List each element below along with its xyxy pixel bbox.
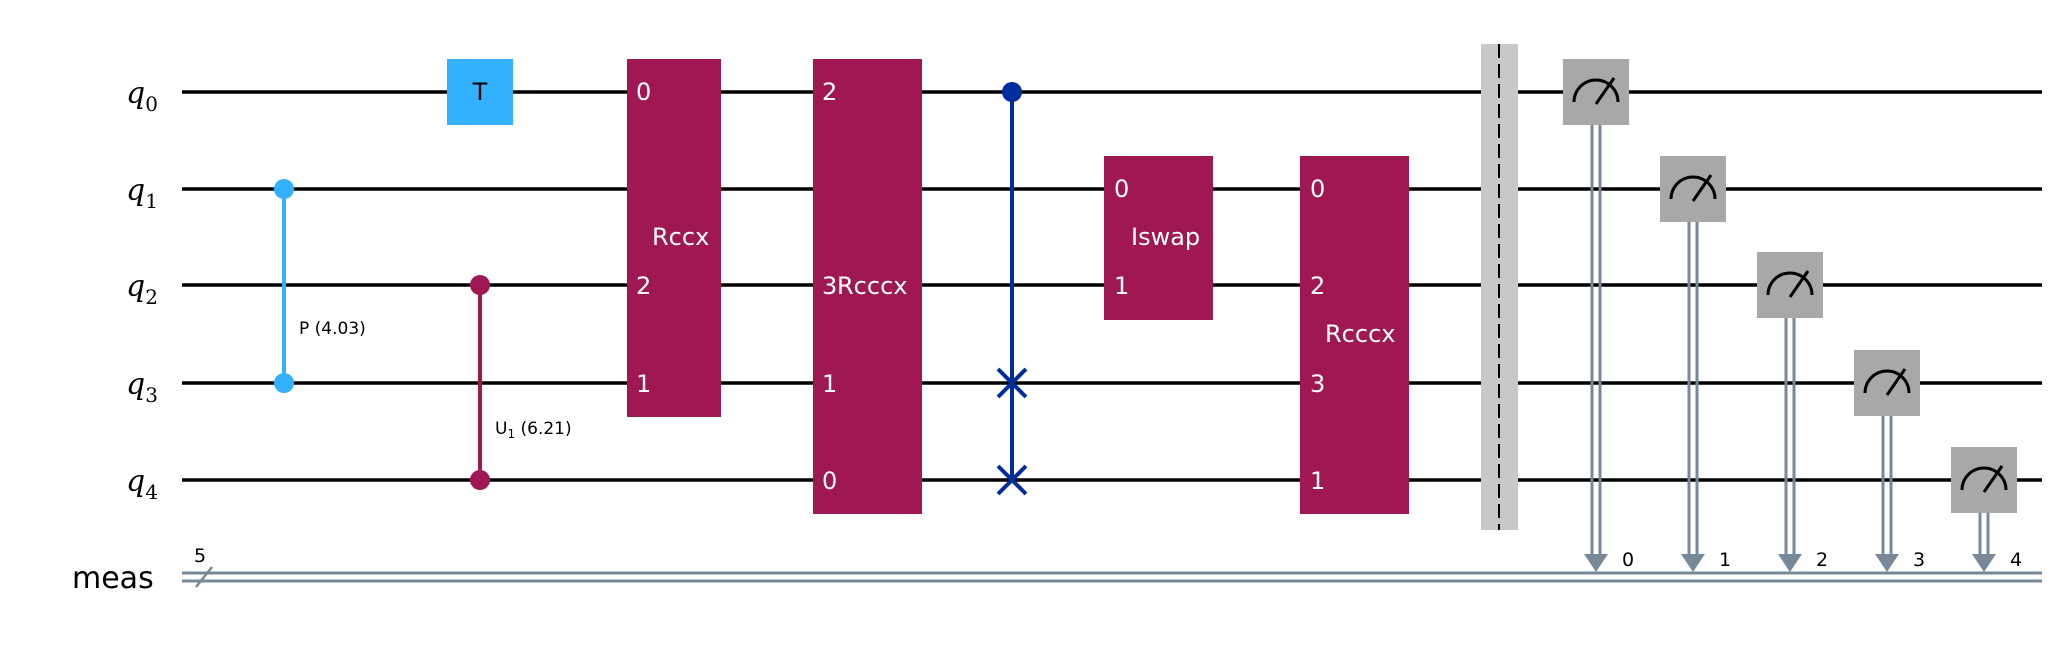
- iswap-port-q2: 1: [1114, 272, 1129, 300]
- rcccx2-port-q3: 3: [1310, 370, 1325, 398]
- label-meas: meas: [72, 561, 154, 596]
- measure-arrow: [1972, 554, 1996, 572]
- rcccx1-port-q4: 0: [822, 467, 837, 495]
- iswap-gate: 0 1 Iswap: [1104, 156, 1213, 320]
- rcccx1-label: Rcccx: [837, 272, 907, 300]
- t-gate-label: T: [472, 78, 488, 106]
- measure-arrow: [1778, 554, 1802, 572]
- label-q1: q1: [126, 173, 158, 213]
- measure-gate-q3: 3: [1854, 350, 1925, 572]
- swap-gate: [996, 82, 1028, 496]
- label-q4: q4: [126, 464, 158, 504]
- label-q2: q2: [126, 269, 158, 309]
- rcccx1-port-q3: 1: [822, 370, 837, 398]
- measure-arrow: [1681, 554, 1705, 572]
- u1-control-dot-q4: [470, 470, 490, 490]
- rccx-label: Rccx: [652, 223, 709, 251]
- rcccx2-port-q2: 2: [1310, 272, 1325, 300]
- measure-arrow: [1875, 554, 1899, 572]
- rcccx-gate-1: 2 3 1 0 Rcccx: [813, 59, 922, 514]
- rccx-port-q0: 0: [636, 78, 651, 106]
- barrier: [1481, 44, 1518, 530]
- rccx-port-q3: 1: [636, 370, 651, 398]
- meter-icon: [1669, 175, 1717, 200]
- rcccx1-port-q0: 2: [822, 78, 837, 106]
- rccx-gate: 0 2 1 Rccx: [627, 59, 721, 417]
- iswap-port-q1: 0: [1114, 175, 1129, 203]
- measure-gate-q0: 0: [1563, 59, 1634, 572]
- label-q3: q3: [126, 367, 158, 407]
- meter-icon: [1572, 78, 1620, 103]
- meter-icon: [1960, 466, 2008, 491]
- iswap-label: Iswap: [1131, 223, 1200, 251]
- measure-gate-q4: 4: [1951, 447, 2022, 572]
- meter-icon: [1863, 369, 1911, 394]
- classical-wire: [182, 566, 2042, 588]
- p-gate: P (4.03): [274, 179, 366, 393]
- p-control-dot-q3: [274, 373, 294, 393]
- swap-control-dot-q0: [1002, 82, 1022, 102]
- meter-icon: [1766, 271, 1814, 296]
- rcccx-gate-2: 0 2 3 1 Rcccx: [1300, 156, 1409, 514]
- measure-bit-label: 3: [1913, 549, 1925, 571]
- u1-gate-label: U1 (6.21): [495, 419, 572, 441]
- measure-arrow: [1584, 554, 1608, 572]
- swap-cross-q4: [996, 464, 1028, 496]
- rccx-port-q2: 2: [636, 272, 651, 300]
- measure-bit-label: 4: [2010, 549, 2022, 571]
- measurements: 0 1 2 3 4: [1563, 59, 2022, 572]
- rcccx2-port-q4: 1: [1310, 467, 1325, 495]
- classical-size: 5: [194, 545, 206, 567]
- measure-bit-label: 2: [1816, 549, 1828, 571]
- rcccx2-port-q1: 0: [1310, 175, 1325, 203]
- measure-bit-label: 0: [1622, 549, 1634, 571]
- p-control-dot-q1: [274, 179, 294, 199]
- t-gate: T: [447, 59, 513, 125]
- u1-control-dot-q2: [470, 275, 490, 295]
- rcccx1-port-q2: 3: [822, 272, 837, 300]
- measure-gate-q1: 1: [1660, 156, 1731, 572]
- p-gate-label: P (4.03): [299, 319, 366, 339]
- u1-gate: U1 (6.21): [470, 275, 572, 490]
- rcccx2-label: Rcccx: [1325, 320, 1395, 348]
- swap-cross-q3: [996, 367, 1028, 399]
- label-q0: q0: [126, 76, 158, 116]
- measure-gate-q2: 2: [1757, 252, 1828, 572]
- measure-bit-label: 1: [1719, 549, 1731, 571]
